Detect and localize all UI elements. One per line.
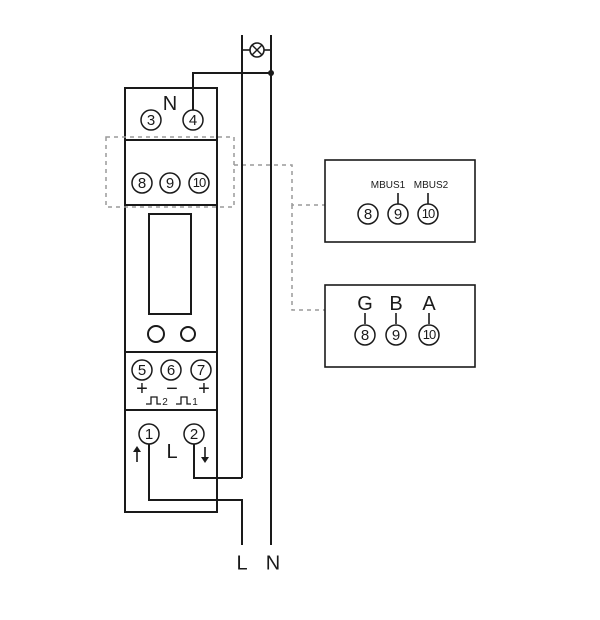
pulse-sign-6: − [166,378,178,400]
gba-label-b: B [389,293,402,315]
gba-terminal-9-label: 9 [392,327,400,344]
arrow-down-icon [201,447,209,463]
wire-terminal-4-neutral [192,72,271,110]
terminal-7: 7 [190,359,212,381]
mbus-label-1: MBUS1 [371,180,406,191]
junction-neutral [268,70,274,76]
lcd-display [148,213,192,315]
gba-box [324,284,476,368]
terminal-6: 6 [160,359,182,381]
supply-neutral-label: N [266,553,280,575]
comm-highlight [105,136,235,208]
bottom-block-label: L [166,441,177,463]
gba-terminal-9: 9 [385,324,407,346]
terminal-1-label: 1 [145,426,153,443]
top-block-label: N [163,93,177,115]
terminal-5: 5 [131,359,153,381]
terminal-4: 4 [182,109,204,131]
gba-terminal-10: 10 [418,324,440,346]
terminal-3-label: 3 [147,112,155,129]
arrow-up-icon [133,446,141,462]
gba-terminal-10-label: 10 [423,327,436,342]
terminal-10: 10 [188,172,210,194]
pulse-sign-5: + [136,378,148,400]
meter-body [124,87,218,513]
mbus-terminal-8-label: 8 [364,206,372,223]
terminal-1: 1 [138,423,160,445]
mbus-terminal-9: 9 [387,203,409,225]
terminal-8: 8 [131,172,153,194]
supply-line-label: L [236,553,247,575]
gba-terminal-8-label: 8 [361,327,369,344]
terminal-9: 9 [159,172,181,194]
dashed-link-gba [291,205,325,311]
terminal-3: 3 [140,109,162,131]
gba-label-a: A [422,293,436,315]
lamp-icon [242,42,271,58]
terminal-10-label: 10 [193,175,206,190]
pulse-wave-1-icon [176,396,191,405]
terminal-9-label: 9 [166,175,174,192]
pulse-sign-7: + [198,378,210,400]
button-left [147,325,165,343]
mbus-terminal-10: 10 [417,203,439,225]
wire-terminal-1-supply [148,444,243,545]
terminal-4-label: 4 [189,112,197,129]
terminal-8-label: 8 [138,175,146,192]
gba-label-g: G [357,293,373,315]
gba-terminal-8: 8 [354,324,376,346]
terminal-7-label: 7 [197,362,205,379]
terminal-5-label: 5 [138,362,146,379]
pulse-wave-2-icon [146,396,161,405]
pulse-label-1: 1 [192,397,198,408]
terminal-6-label: 6 [167,362,175,379]
mbus-terminal-9-label: 9 [394,206,402,223]
terminal-2-label: 2 [190,426,198,443]
mbus-terminal-10-label: 10 [422,206,435,221]
wire-terminal-2-load [193,444,242,479]
mbus-terminal-8: 8 [357,203,379,225]
dashed-link-mbus [234,164,325,206]
mbus-label-2: MBUS2 [414,180,449,191]
button-right [180,326,196,342]
pulse-label-2: 2 [162,397,168,408]
mbus-box [324,159,476,243]
terminal-2: 2 [183,423,205,445]
